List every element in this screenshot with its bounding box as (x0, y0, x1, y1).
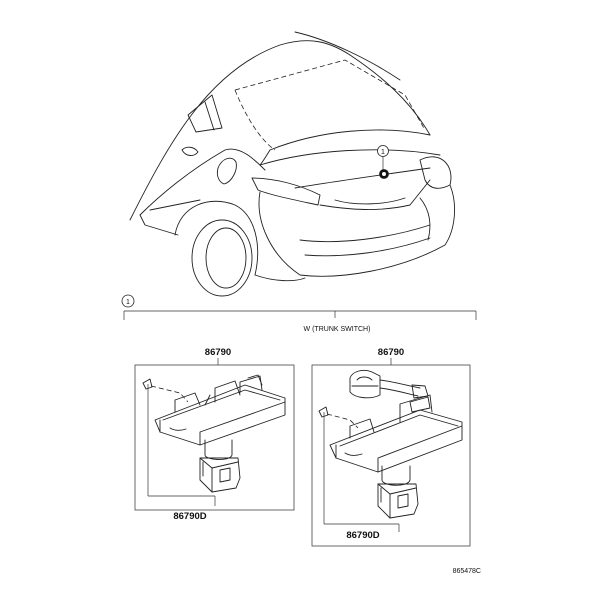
figure-code: 865478C (453, 568, 481, 575)
left-screw-icon (142, 378, 153, 390)
callout-number: 1 (381, 149, 385, 156)
right-screw-icon (318, 406, 329, 418)
section-header: 1 W (TRUNK SWITCH) (121, 294, 477, 333)
left-part-number: 86790 (205, 347, 231, 358)
right-connector (349, 369, 381, 399)
car-rear-illustration (129, 31, 455, 297)
left-bulb-socket (204, 439, 233, 460)
left-assembly: 86790 86790D (134, 347, 295, 522)
left-sub-part-number: 86790D (173, 511, 206, 522)
left-lamp-housing (154, 384, 286, 446)
variant-label: W (TRUNK SWITCH) (304, 326, 371, 333)
callout-trunk-switch: 1 (377, 145, 389, 179)
right-part-number: 86790 (378, 347, 404, 358)
right-lamp-housing (329, 409, 463, 473)
section-number: 1 (126, 299, 130, 306)
right-assembly: 86790 86790D (311, 347, 471, 547)
right-part-box (311, 364, 471, 547)
right-sub-part-number: 86790D (346, 530, 379, 541)
left-part-box (134, 364, 295, 511)
right-bulb-socket (381, 465, 411, 486)
